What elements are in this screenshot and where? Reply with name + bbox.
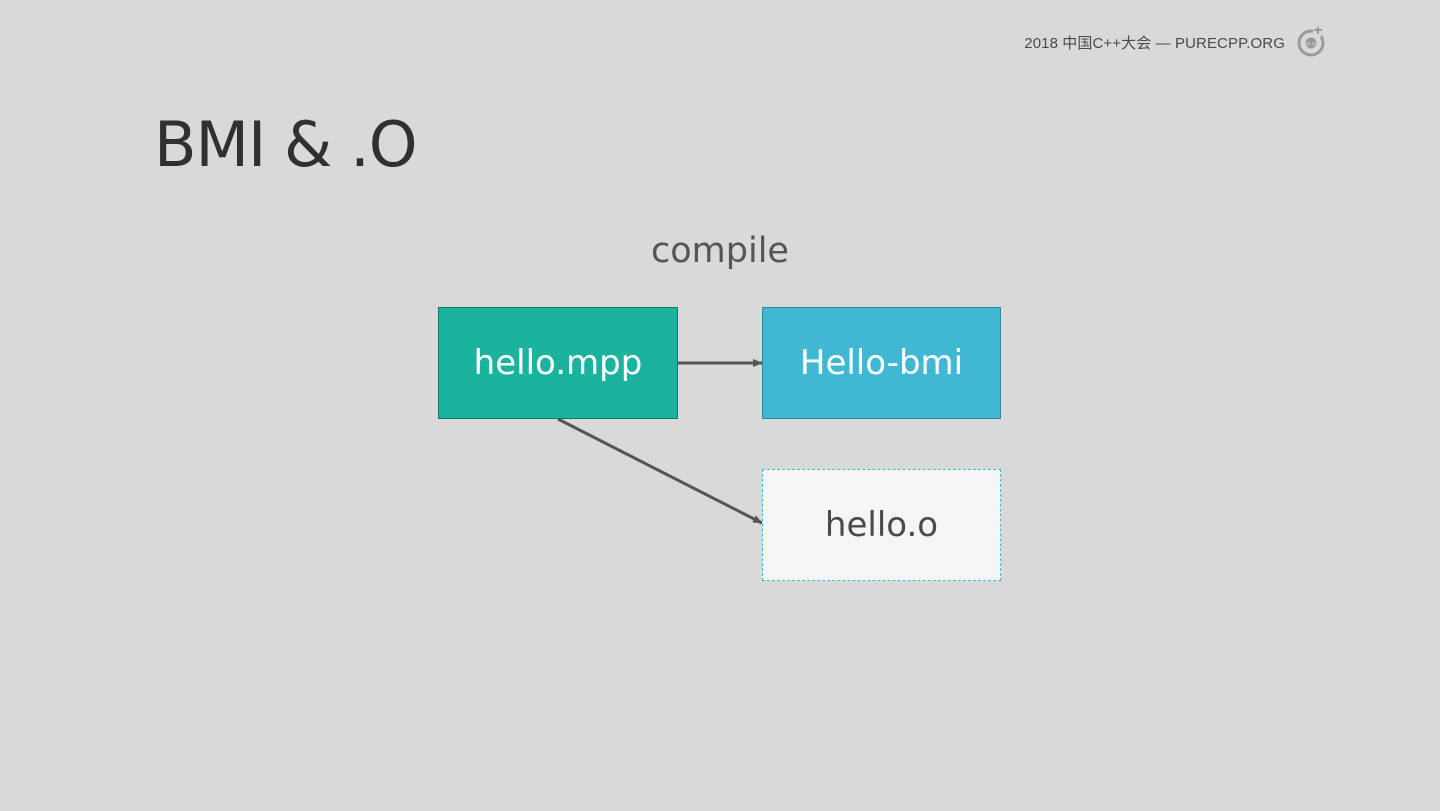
conference-footer-text: 2018 中国C++大会 — PURECPP.ORG xyxy=(1024,35,1285,52)
node-hello-mpp: hello.mpp xyxy=(438,307,678,419)
node-hello-bmi-label: Hello-bmi xyxy=(799,343,964,383)
purecpp-logo-icon: ++ xyxy=(1297,27,1325,57)
arrow-mpp-to-object xyxy=(557,417,763,525)
node-hello-o-label: hello.o xyxy=(824,505,939,545)
node-hello-bmi: Hello-bmi xyxy=(762,307,1001,419)
node-hello-o: hello.o xyxy=(762,469,1001,581)
slide-title: BMI & .O xyxy=(154,108,418,181)
node-hello-mpp-label: hello.mpp xyxy=(473,343,643,383)
svg-text:++: ++ xyxy=(1305,40,1317,48)
compile-edge-label: compile xyxy=(651,231,789,271)
